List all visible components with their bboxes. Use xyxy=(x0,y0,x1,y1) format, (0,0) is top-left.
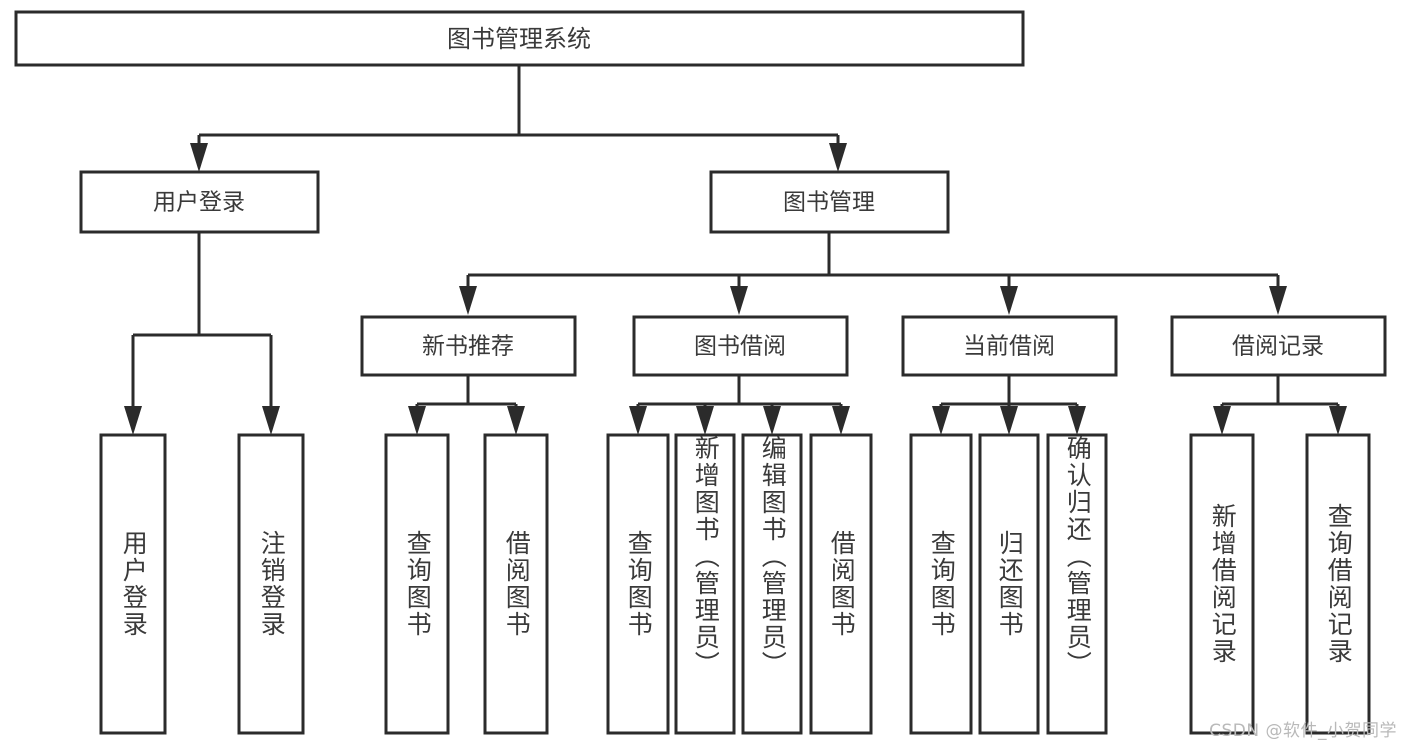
node-new-book-recommend[interactable]: 新书推荐 xyxy=(360,315,577,377)
connector-book-borrow-to-leaves xyxy=(629,375,850,435)
node-current-borrow-label: 当前借阅 xyxy=(963,334,1055,360)
node-user-login-box[interactable] xyxy=(79,170,320,234)
node-book-management[interactable]: 图书管理 xyxy=(709,170,950,234)
node-new-book-recommend-box[interactable] xyxy=(360,315,577,377)
node-book-management-box[interactable] xyxy=(709,170,950,234)
connector-current-borrow-to-leaves xyxy=(932,375,1086,435)
node-book-borrow[interactable]: 图书借阅 xyxy=(632,315,849,377)
leaf-user-logout-box[interactable] xyxy=(237,433,305,735)
leaf-query-book-3-box[interactable] xyxy=(909,433,973,735)
node-borrow-record-box[interactable] xyxy=(1170,315,1387,377)
connector-borrow-record-to-leaves xyxy=(1213,375,1347,435)
node-current-borrow[interactable]: 当前借阅 xyxy=(901,315,1118,377)
watermark: CSDN @软件_小贺同学 xyxy=(1209,721,1397,741)
node-borrow-record[interactable]: 借阅记录 xyxy=(1170,315,1387,377)
node-root[interactable]: 图书管理系统 xyxy=(14,10,1025,67)
node-root-label: 图书管理系统 xyxy=(447,25,591,53)
leaf-query-book-2-box[interactable] xyxy=(606,433,670,735)
leaf-add-book-box[interactable] xyxy=(674,433,736,735)
leaf-borrow-book-2-box[interactable] xyxy=(809,433,873,735)
node-new-book-recommend-label: 新书推荐 xyxy=(422,334,514,360)
leaf-query-book-1-box[interactable] xyxy=(384,433,450,735)
node-current-borrow-box[interactable] xyxy=(901,315,1118,377)
node-book-borrow-box[interactable] xyxy=(632,315,849,377)
node-user-login-label: 用户登录 xyxy=(153,190,245,216)
node-borrow-record-label: 借阅记录 xyxy=(1232,334,1324,360)
leaf-edit-book-box[interactable] xyxy=(741,433,803,735)
node-book-management-label: 图书管理 xyxy=(783,190,875,216)
leaf-query-record-box[interactable] xyxy=(1305,433,1371,735)
connector-book-management-to-level3 xyxy=(459,232,1287,315)
connector-new-book-recommend-to-leaves xyxy=(408,375,525,435)
leaf-user-login-box[interactable] xyxy=(99,433,167,735)
node-book-borrow-label: 图书借阅 xyxy=(694,334,786,360)
node-root-box[interactable] xyxy=(14,10,1025,67)
connector-user-login-to-leaves xyxy=(124,232,280,435)
leaf-borrow-book-1-box[interactable] xyxy=(483,433,549,735)
leaf-add-record-box[interactable] xyxy=(1189,433,1255,735)
leaf-return-book-box[interactable] xyxy=(978,433,1040,735)
node-user-login[interactable]: 用户登录 xyxy=(79,170,320,234)
connector-root-to-level2 xyxy=(190,65,847,172)
leaf-confirm-return-box[interactable] xyxy=(1046,433,1108,735)
